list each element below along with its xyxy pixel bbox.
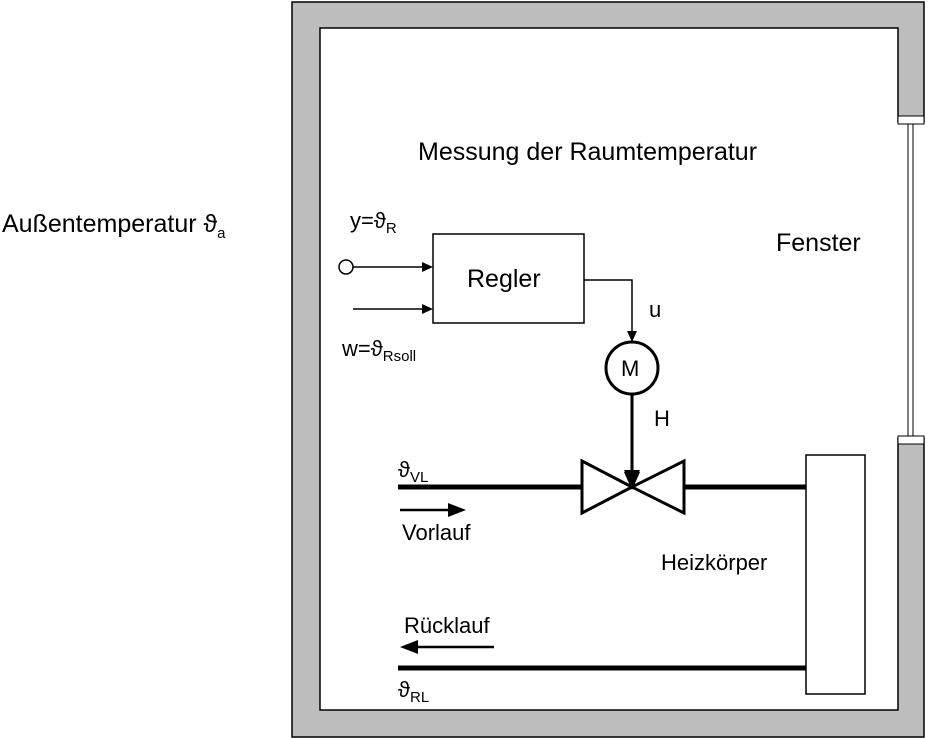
return-flow-label: Rücklauf	[404, 613, 490, 638]
room-measurement-label: Messung der Raumtemperatur	[418, 138, 757, 166]
flow-arrow-head	[448, 503, 466, 517]
valve-right-triangle	[628, 458, 686, 516]
radiator-body	[805, 454, 866, 695]
measured-input-arrow	[422, 262, 433, 272]
outside-temperature-label: Außentemperatur ϑa	[2, 210, 226, 242]
control-signal-label: u	[649, 297, 661, 322]
motor-label: M	[621, 356, 639, 381]
setpoint-input-arrow	[422, 304, 433, 314]
setpoint-label: w=ϑRsoll	[341, 336, 416, 365]
measured-variable-label: y=ϑR	[350, 208, 397, 237]
return-temperature-label: ϑRL	[398, 677, 429, 706]
window-label: Fenster	[776, 229, 861, 257]
controller-label: Regler	[467, 265, 541, 293]
controller-block: Regler	[432, 233, 585, 324]
valve-left-triangle	[580, 458, 636, 516]
control-signal-arrow	[627, 331, 637, 342]
return-arrow-head	[400, 640, 418, 654]
controller-box	[432, 233, 585, 324]
stroke-label: H	[654, 406, 670, 431]
flow-label: Vorlauf	[402, 520, 471, 545]
control-signal-line	[584, 279, 633, 332]
sensor-node	[338, 259, 354, 275]
window-frame-top	[897, 115, 925, 125]
room-walls	[291, 1, 925, 738]
valve	[580, 458, 686, 516]
radiator-label: Heizkörper	[661, 550, 767, 575]
flow-temperature-label: ϑVL	[398, 457, 428, 486]
stroke-arrow-tip	[624, 472, 640, 490]
window-frame-bottom	[897, 435, 925, 445]
